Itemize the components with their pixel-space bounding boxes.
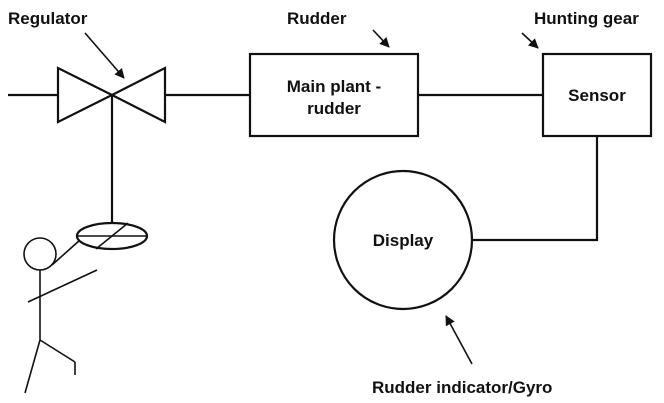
- main-plant-box: [248, 52, 420, 138]
- sensor-to-display-line: [472, 136, 599, 242]
- main-plant-label-line2: rudder: [307, 99, 361, 118]
- display-label: Display: [373, 231, 434, 250]
- rudder-indicator-label: Rudder indicator/Gyro: [372, 378, 552, 397]
- hunting-gear-label: Hunting gear: [534, 9, 639, 28]
- rudder-arrow: [372, 29, 390, 48]
- rudder-label: Rudder: [287, 9, 347, 28]
- handwheel: [75, 221, 149, 251]
- regulator-arrow: [84, 32, 125, 79]
- main-plant-label-line1: Main plant -: [287, 77, 381, 96]
- operator-figure: [23, 237, 98, 394]
- display-circle: [332, 169, 474, 311]
- rudder-indicator-arrow: [445, 315, 473, 365]
- hunting-gear-arrow: [521, 32, 539, 49]
- sensor-label: Sensor: [568, 86, 626, 105]
- regulator-valve: [56, 66, 167, 124]
- regulator-label: Regulator: [8, 9, 88, 28]
